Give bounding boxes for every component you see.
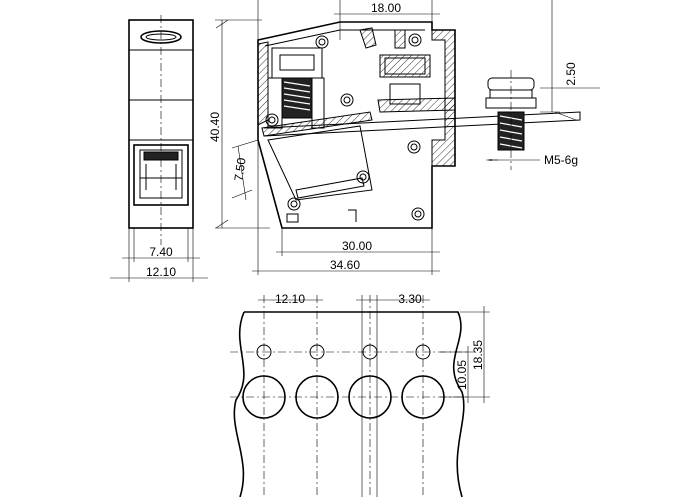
wire-entry xyxy=(133,144,189,206)
pcb-small-hole xyxy=(256,344,272,360)
dim-hole-offset: 3.30 xyxy=(398,292,422,306)
dim-base-outer: 34.60 xyxy=(330,258,360,272)
pcb-small-hole xyxy=(309,344,325,360)
pcb-large-hole xyxy=(242,375,286,419)
dim-row-spacing: 10.05 xyxy=(455,360,469,390)
screw-circle-1 xyxy=(315,35,329,49)
dim-angle-side: 7.50 xyxy=(231,157,248,182)
pcb-layout: 12.10 3.30 10.05 18.35 xyxy=(230,292,490,497)
dim-offset: 2.50 xyxy=(564,62,578,86)
dim-pitch: 12.10 xyxy=(275,292,305,306)
pcb-outline-right xyxy=(244,311,465,497)
dim-height: 40.40 xyxy=(208,112,222,142)
thread-label: M5-6g xyxy=(544,153,578,167)
dim-side-outer: 12.10 xyxy=(146,265,176,279)
dim-total-spacing: 18.35 xyxy=(471,340,485,370)
side-view: 7.40 12.10 xyxy=(110,15,208,282)
pcb-outline-left xyxy=(233,311,245,497)
pcb-large-hole xyxy=(348,375,392,419)
dim-base-inner: 30.00 xyxy=(342,239,372,253)
dim-top-width: 18.00 xyxy=(371,1,401,15)
pcb-small-hole xyxy=(415,344,431,360)
bus-bar xyxy=(263,111,581,137)
pcb-large-hole xyxy=(295,375,339,419)
pcb-small-hole xyxy=(362,344,378,360)
front-view: 40.40 18.00 xyxy=(208,0,600,275)
dim-side-inner: 7.40 xyxy=(149,245,173,259)
